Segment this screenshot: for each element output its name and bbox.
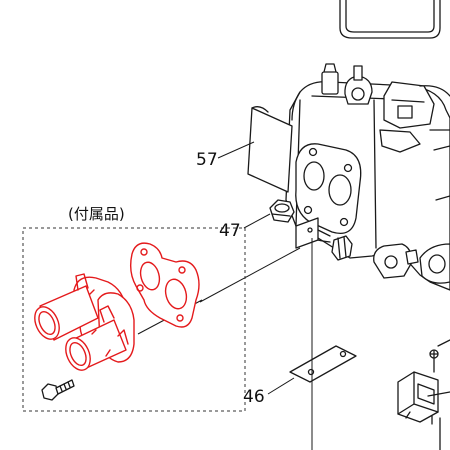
base-plate-46	[289, 345, 357, 383]
nut-47	[269, 199, 295, 223]
flange-gasket	[129, 242, 200, 328]
accessory-group-label: (付属品)	[68, 205, 125, 223]
upper-cover-fragment	[339, 0, 441, 39]
callout-46: 46	[243, 387, 265, 407]
relay-assembly	[397, 339, 450, 450]
callout-57: 57	[196, 150, 218, 170]
bolt	[41, 379, 75, 401]
pump-body	[285, 63, 450, 291]
accessory-group-frame	[22, 227, 246, 412]
callout-47: 47	[219, 221, 241, 241]
hose-adapter	[34, 273, 135, 371]
label-plate-57	[247, 106, 293, 193]
